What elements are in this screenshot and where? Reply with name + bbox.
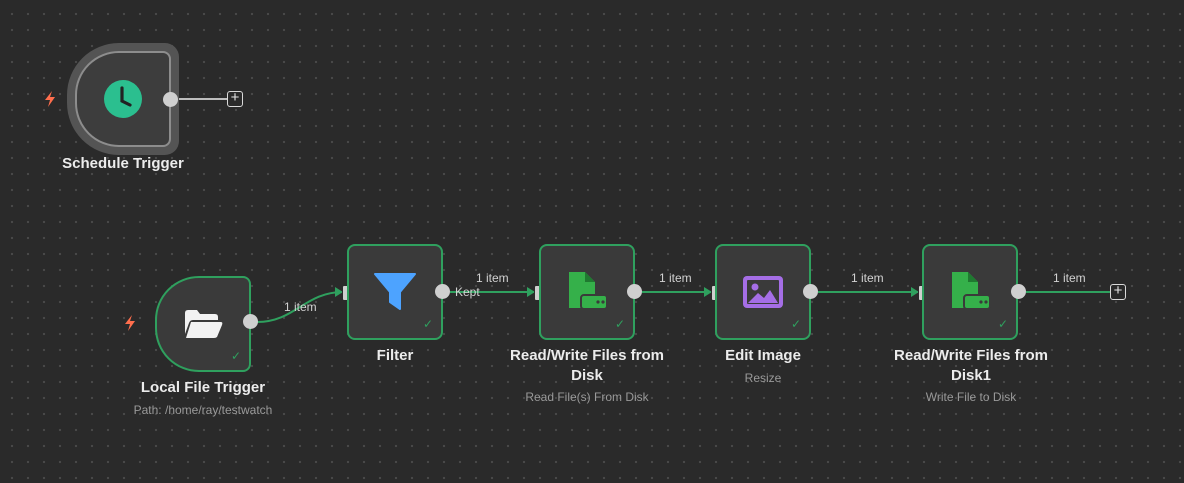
write-files-node[interactable]: ✓ [922,244,1018,340]
filter-output-handle[interactable] [435,284,450,299]
edge-label-filter-read: 1 item [476,271,509,285]
edge-edit-write-arrow [911,287,919,297]
add-node-button[interactable]: + [227,90,243,107]
read-files-title: Read/Write Files from Disk [510,347,664,384]
local-file-trigger-title: Local File Trigger [140,379,266,396]
schedule-trigger-node[interactable] [75,51,171,147]
filter-output-label: Kept [455,285,480,299]
read-files-subtitle: Read File(s) From Disk [525,390,649,404]
edit-image-title: Edit Image [725,347,801,364]
success-check-icon: ✓ [422,317,433,331]
read-files-node[interactable]: ✓ [539,244,635,340]
file-disk-icon [952,272,991,310]
schedule-output-handle[interactable] [163,92,178,107]
file-disk-icon [569,272,608,310]
image-icon [743,276,783,308]
edge-local-filter [256,291,344,323]
schedule-trigger-title: Schedule Trigger [62,155,184,172]
write-files-title: Read/Write Files from Disk1 [894,347,1048,384]
add-node-button[interactable]: + [1110,283,1126,300]
trigger-bolt-icon [125,315,135,331]
local-output-handle[interactable] [243,314,258,329]
folder-open-icon [185,310,223,338]
filter-node[interactable]: ✓ [347,244,443,340]
write-files-subtitle: Write File to Disk [925,390,1017,404]
edge-label-write-end: 1 item [1053,271,1086,285]
trigger-bolt-icon [45,91,55,107]
edge-label-read-edit: 1 item [659,271,692,285]
local-file-trigger-node[interactable]: ✓ [155,276,251,372]
success-check-icon: ✓ [997,317,1008,331]
clock-icon [104,80,142,118]
edge-read-edit-arrow [704,287,712,297]
edge-filter-read-arrow [527,287,535,297]
local-file-trigger-subtitle: Path: /home/ray/testwatch [133,403,273,417]
edit-image-subtitle: Resize [744,371,782,385]
edge-label-edit-write: 1 item [851,271,884,285]
write-output-handle[interactable] [1011,284,1026,299]
success-check-icon: ✓ [614,317,625,331]
edge-local-filter-arrow [335,287,343,297]
success-check-icon: ✓ [230,349,241,363]
success-check-icon: ✓ [790,317,801,331]
edit-output-handle[interactable] [803,284,818,299]
filter-title: Filter [376,347,414,364]
filter-funnel-icon [374,273,416,310]
edit-image-node[interactable]: ✓ [715,244,811,340]
edge-label-local-filter: 1 item [284,300,317,314]
read-output-handle[interactable] [627,284,642,299]
